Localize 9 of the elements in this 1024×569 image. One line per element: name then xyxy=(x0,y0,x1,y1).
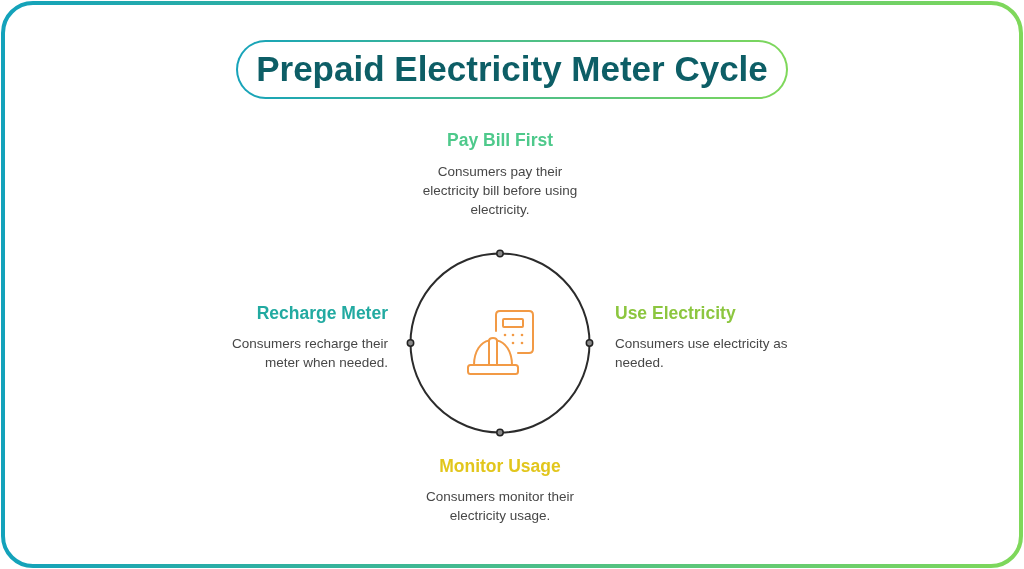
step-description: Consumers pay their electricity bill before using electricity. xyxy=(421,163,579,219)
step-description: Consumers use electricity as needed. xyxy=(615,335,789,372)
step-heading: Pay Bill First xyxy=(447,129,553,151)
step-heading: Monitor Usage xyxy=(439,455,561,477)
step-heading: Recharge Meter xyxy=(256,302,388,324)
step-description: Consumers monitor their electricity usage. xyxy=(425,488,575,525)
step-heading: Use Electricity xyxy=(615,302,736,324)
step-description: Consumers recharge their meter when needed. xyxy=(230,335,388,372)
diagram-title: Prepaid Electricity Meter Cycle xyxy=(256,49,768,90)
